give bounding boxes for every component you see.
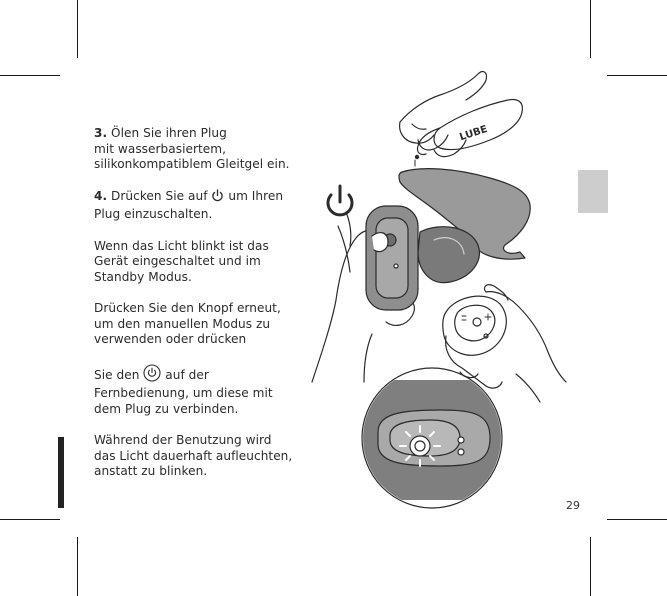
remote-power-icon — [143, 363, 161, 387]
crop-mark — [77, 0, 78, 58]
crop-mark — [0, 519, 60, 520]
crop-mark — [77, 537, 78, 596]
paragraph-press: Drücken Sie den Knopf erneut, um den man… — [94, 301, 314, 348]
text-line: Fernbedienung, um diese mit — [94, 386, 273, 400]
text-line: Standby Modus. — [94, 269, 192, 284]
text-line: Gerät eingeschaltet und im — [94, 254, 261, 268]
remote-icon — [442, 295, 507, 356]
step-3-number: 3. — [94, 126, 108, 140]
bottle-label: LUBE — [458, 124, 489, 143]
step-3: 3. Ölen Sie ihren Plug mit wasserbasiert… — [94, 126, 314, 173]
crop-mark — [0, 75, 60, 76]
paragraph-light: Wenn das Licht blinkt ist das Gerät eing… — [94, 239, 314, 286]
step-3-line: Ölen Sie ihren Plug — [111, 126, 227, 140]
paragraph-remote: Sie den auf der Fernbedienung, um diese … — [94, 363, 314, 418]
plug-icon — [398, 168, 531, 260]
page-number: 29 — [566, 499, 580, 512]
text-line: verwenden oder drücken — [94, 332, 247, 346]
hand-icon — [445, 284, 567, 403]
text-line: anstatt zu blinken. — [94, 464, 208, 478]
text-line: Während der Benutzung wird — [94, 433, 272, 447]
crop-mark — [590, 0, 591, 58]
step-4: 4. Drücken Sie auf um Ihren Plug einzusc… — [94, 189, 314, 223]
hand-icon — [399, 70, 488, 158]
section-tab — [578, 170, 608, 213]
text-line: Drücken Sie den Knopf erneut, — [94, 301, 281, 315]
instructions-text: 3. Ölen Sie ihren Plug mit wasserbasiert… — [94, 126, 314, 496]
power-icon — [211, 188, 224, 208]
text-line: dem Plug zu verbinden. — [94, 401, 239, 416]
step-4-number: 4. — [94, 188, 108, 203]
power-icon — [326, 184, 354, 217]
crop-mark — [607, 519, 667, 520]
chapter-bar — [58, 437, 64, 508]
crop-mark — [590, 537, 591, 596]
step-4-text: Drücken Sie auf — [111, 188, 208, 203]
text-line: um den manuellen Modus zu — [94, 316, 271, 331]
step-3-line: silikonkompatiblem Gleitgel ein. — [94, 157, 290, 171]
paragraph-usage: Während der Benutzung wird das Licht dau… — [94, 433, 314, 480]
text-line: Wenn das Licht blinkt ist das — [94, 238, 269, 253]
step-4-text: um Ihren — [228, 188, 284, 203]
step-4-text: Plug einzuschalten. — [94, 207, 213, 221]
text-line: das Licht dauerhaft aufleuchten, — [94, 448, 293, 463]
crop-mark — [607, 75, 667, 76]
lube-bottle-icon — [414, 98, 523, 167]
text-line: auf der — [165, 367, 209, 382]
text-line: Sie den — [94, 367, 140, 382]
step-3-line: mit wasserbasiertem, — [94, 141, 227, 156]
